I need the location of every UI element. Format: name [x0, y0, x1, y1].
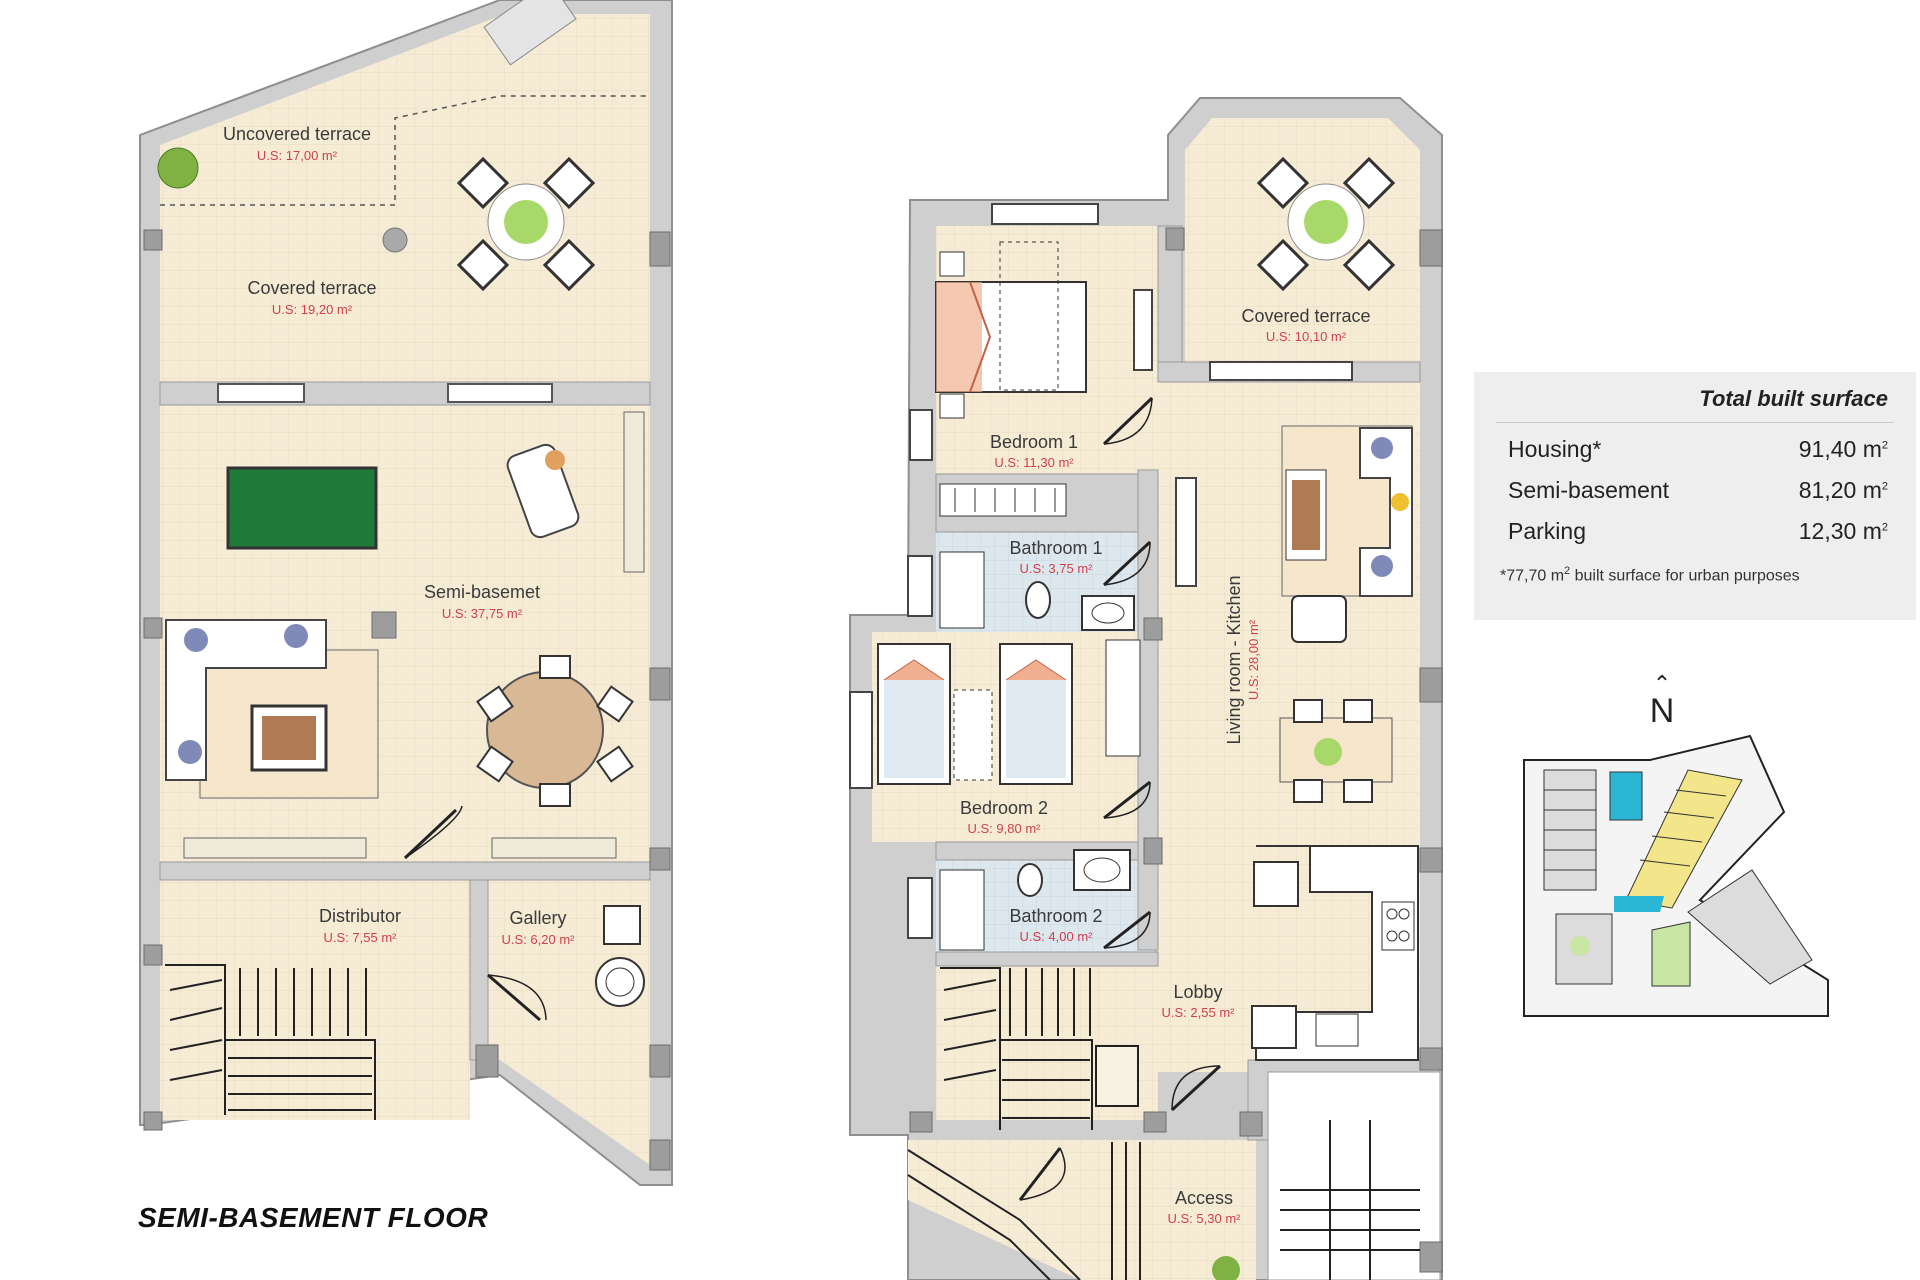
room-name: Living room - Kitchen [1224, 575, 1244, 744]
housing-plan: Covered terrace U.S: 10,10 m² Bedroom 1 … [849, 97, 1443, 1280]
surface-row-semi-basement: Semi-basement 81,20 m2 [1508, 477, 1888, 507]
surface-label: Parking [1508, 518, 1586, 544]
room-name: Uncovered terrace [223, 124, 371, 144]
surface-row-housing: Housing* 91,40 m2 [1508, 436, 1888, 466]
access-floor [908, 1140, 1256, 1280]
room-name: Covered terrace [247, 278, 376, 298]
room-area: U.S: 2,55 m² [1162, 1005, 1236, 1020]
room-name: Bathroom 1 [1009, 538, 1102, 558]
room-name: Bathroom 2 [1009, 906, 1102, 926]
room-name: Bedroom 2 [960, 798, 1048, 818]
surface-title: Total built surface [1699, 386, 1888, 411]
gallery-floor [488, 880, 650, 1165]
billiard-table [226, 466, 378, 550]
room-area: U.S: 10,10 m² [1266, 329, 1347, 344]
room-area: U.S: 11,30 m² [994, 455, 1074, 470]
floor-title: SEMI-BASEMENT FLOOR [138, 1202, 489, 1233]
surface-value: 12,30 m2 [1798, 518, 1888, 544]
distributor-floor [160, 880, 470, 1120]
room-name: Gallery [509, 908, 566, 928]
semi-basement-plan: Uncovered terrace U.S: 17,00 m² Covered … [139, 0, 673, 1186]
surface-footnote: *77,70 m2 built surface for urban purpos… [1500, 565, 1800, 585]
surface-value: 91,40 m2 [1798, 436, 1888, 462]
room-area: U.S: 5,30 m² [1168, 1211, 1242, 1226]
room-area: U.S: 9,80 m² [968, 821, 1042, 836]
room-name: Lobby [1173, 982, 1222, 1002]
room-area: U.S: 17,00 m² [257, 148, 338, 163]
room-area: U.S: 3,75 m² [1020, 561, 1094, 576]
room-area: U.S: 4,00 m² [1020, 929, 1094, 944]
north-label: N [1649, 692, 1675, 730]
room-name: Semi-basemet [424, 582, 540, 602]
north-arrow-icon: ⌃N [1649, 671, 1675, 731]
room-area: U.S: 7,55 m² [324, 930, 398, 945]
room-name: Distributor [319, 906, 401, 926]
site-location-map [1522, 734, 1829, 1018]
surface-label: Housing* [1508, 436, 1602, 462]
room-name: Covered terrace [1241, 306, 1370, 326]
surface-label: Semi-basement [1508, 477, 1670, 503]
surface-row-parking: Parking 12,30 m2 [1508, 518, 1888, 548]
terrace-floor [160, 14, 650, 382]
total-surface-panel: Total built surface Housing* 91,40 m2 Se… [1474, 372, 1916, 620]
room-area: U.S: 37,75 m² [442, 606, 523, 621]
room-name: Bedroom 1 [990, 432, 1078, 452]
room-name: Access [1175, 1188, 1233, 1208]
room-area: U.S: 28,00 m² [1246, 619, 1261, 700]
surface-divider [1496, 422, 1894, 423]
room-area: U.S: 6,20 m² [502, 932, 576, 947]
room-area: U.S: 19,20 m² [272, 302, 353, 317]
surface-value: 81,20 m2 [1798, 477, 1888, 503]
